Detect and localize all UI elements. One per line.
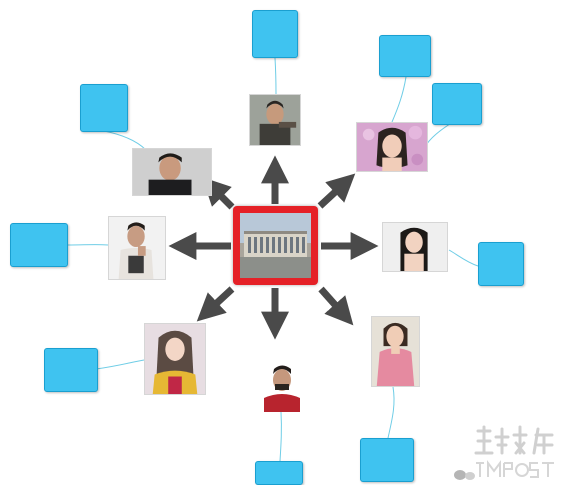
label-top-right-a xyxy=(379,35,431,77)
label-top-left xyxy=(80,84,128,132)
arrow-up-right xyxy=(317,173,356,209)
portrait-photo-icon xyxy=(109,217,165,279)
connector-top-right-a xyxy=(391,76,407,123)
photo-top-right xyxy=(356,122,428,172)
label-right xyxy=(478,242,524,286)
photo-right xyxy=(382,222,448,272)
portrait-photo-icon xyxy=(357,123,427,171)
photo-top-left xyxy=(132,148,212,196)
label-top xyxy=(252,10,298,58)
photo-bottom-left xyxy=(144,323,206,395)
photo-bottom-right xyxy=(371,316,420,387)
chat-bubble-icon xyxy=(452,468,480,482)
photo-bottom xyxy=(258,362,306,412)
label-bottom xyxy=(255,461,303,485)
connector-bottom-left xyxy=(95,359,145,370)
portrait-photo-icon xyxy=(258,362,306,412)
label-top-right-b xyxy=(432,83,482,125)
photo-top xyxy=(249,94,301,146)
connector-right xyxy=(448,249,479,267)
connector-top xyxy=(274,57,277,95)
connector-bottom xyxy=(279,411,282,462)
arrow-up-left xyxy=(202,177,235,210)
portrait-photo-icon xyxy=(372,317,419,386)
photo-left xyxy=(108,216,166,280)
publisher-logo-icon xyxy=(472,423,558,481)
label-left xyxy=(10,223,68,267)
arrow-down-right xyxy=(318,286,354,326)
hub-node xyxy=(233,206,318,285)
label-bottom-left xyxy=(44,348,98,392)
building-photo-icon xyxy=(240,213,311,278)
portrait-photo-icon xyxy=(145,324,205,394)
portrait-photo-icon xyxy=(383,223,447,271)
portrait-photo-icon xyxy=(250,95,300,145)
arrow-down-left xyxy=(196,286,235,322)
portrait-photo-icon xyxy=(133,149,211,195)
connector-bottom-right xyxy=(387,386,395,439)
arrows xyxy=(168,155,379,340)
label-bottom-right xyxy=(360,438,414,482)
